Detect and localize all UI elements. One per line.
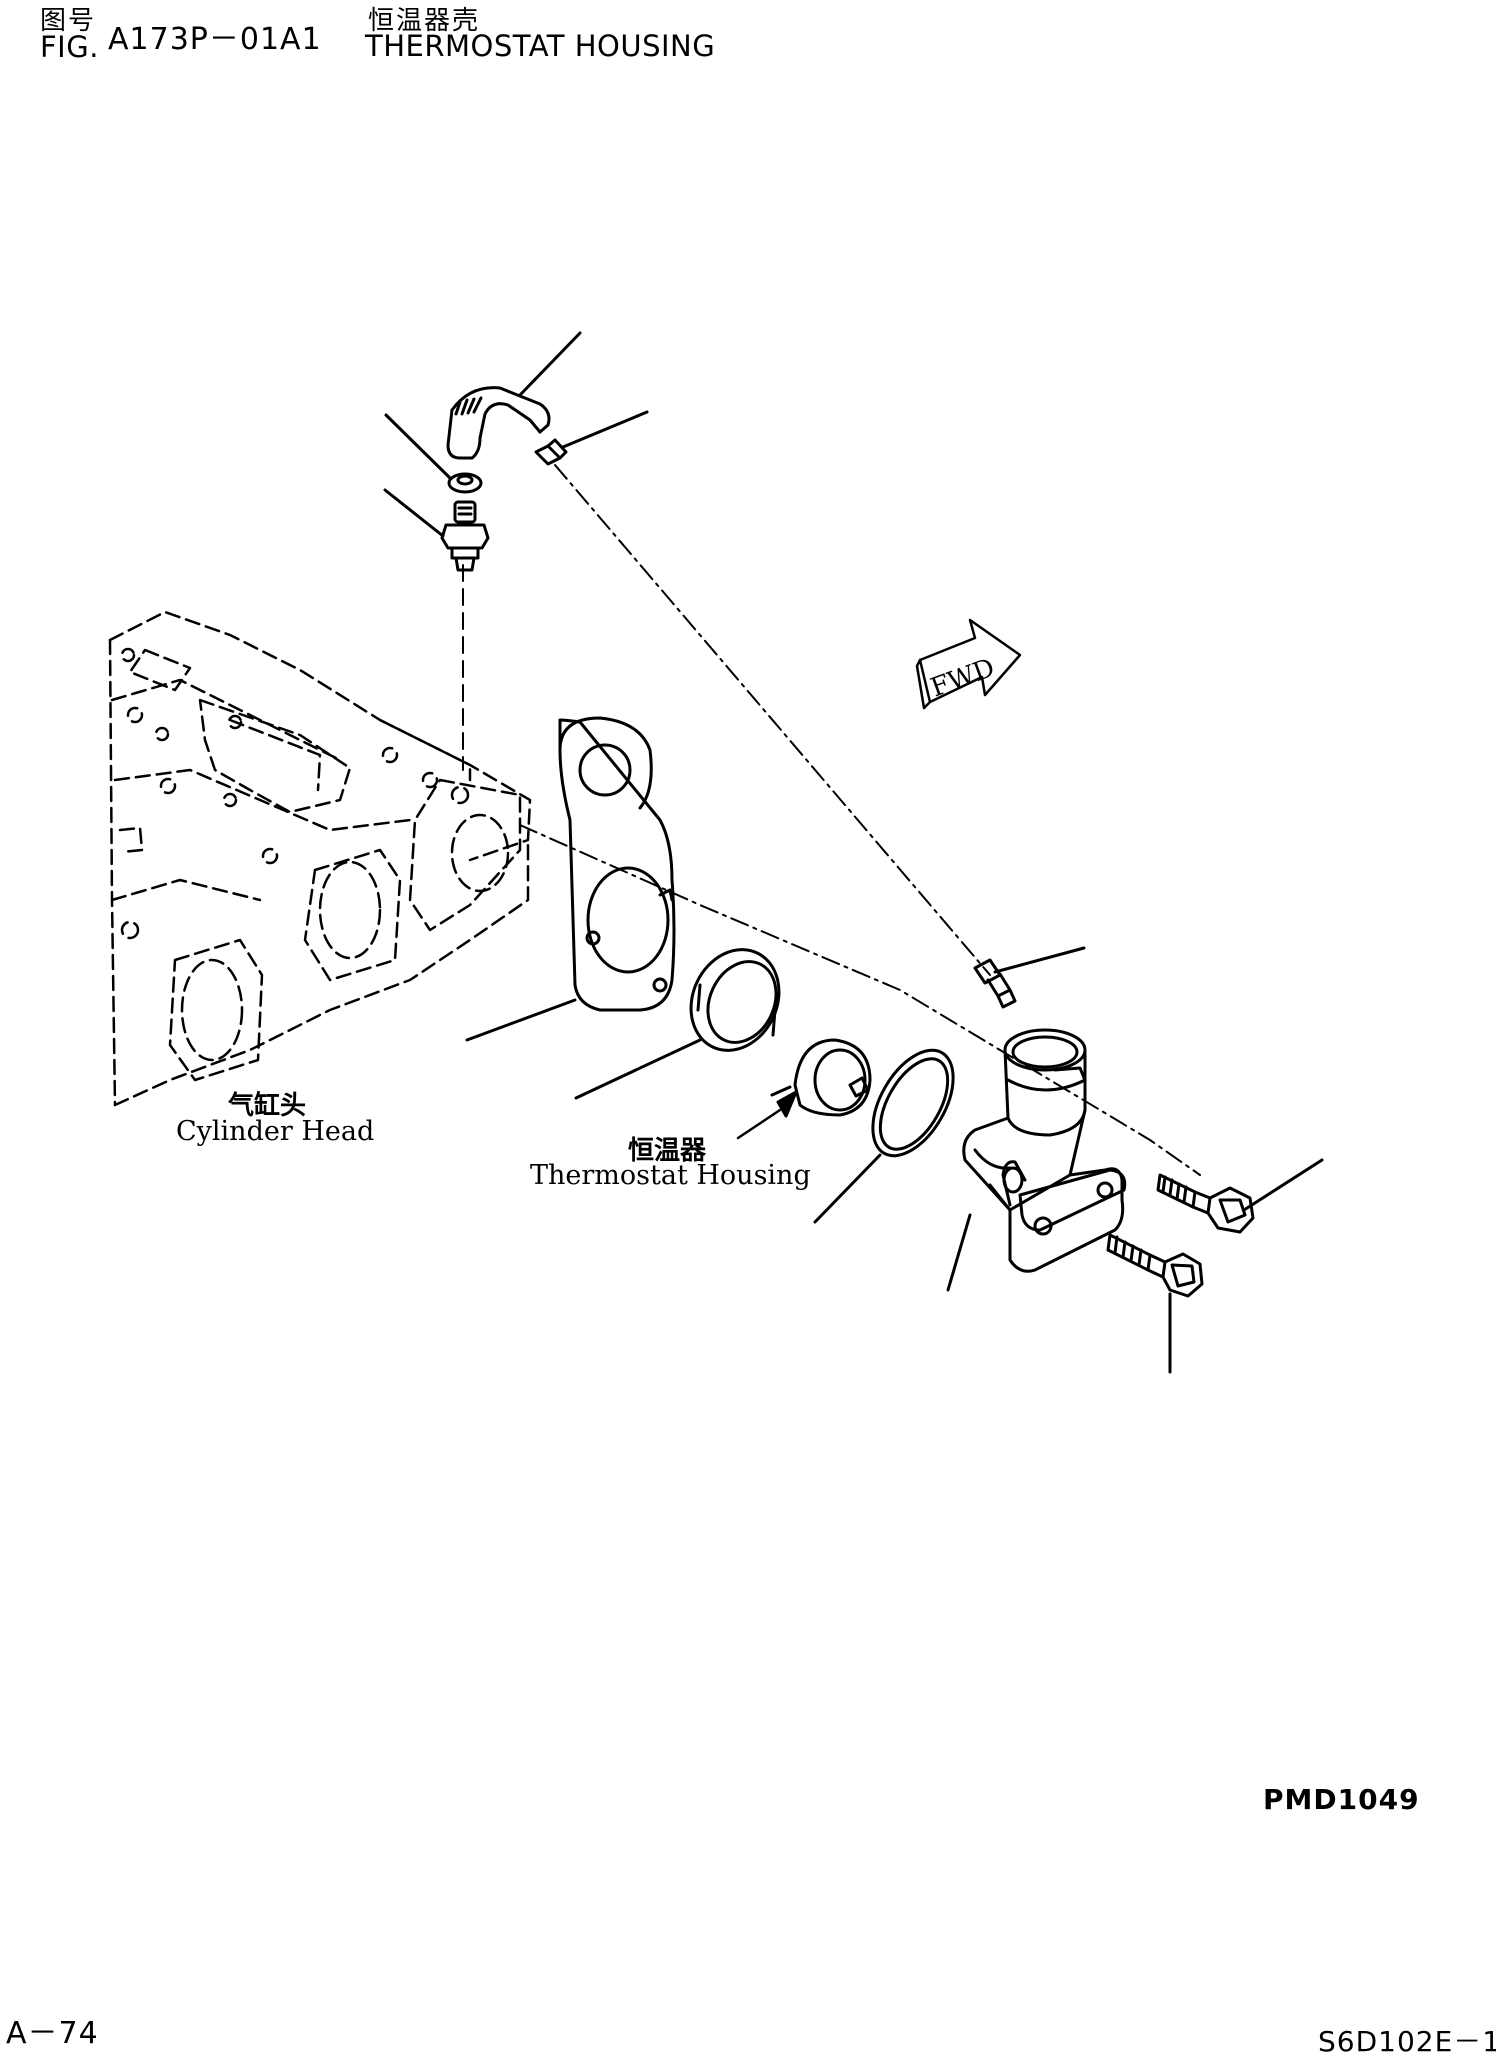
page-title: THERMOSTAT HOUSING — [365, 29, 716, 63]
nipple-centerline — [554, 464, 991, 976]
page-number: A－74 — [6, 2016, 99, 2051]
thermostat-housing-label: Thermostat Housing — [530, 1160, 811, 1191]
thermostat-label-cn: 恒温器 — [628, 1136, 707, 1166]
figure-number: A173P－01A1 — [108, 22, 322, 57]
o-ring — [813, 1048, 955, 1224]
thermostat — [736, 1038, 872, 1140]
cylinder-head-label-cn: 气缸头 — [228, 1091, 307, 1121]
cylinder-head-outline — [108, 610, 532, 1107]
assembly-centerline — [519, 824, 1201, 1176]
figure-label-cn: 图号 — [40, 6, 97, 36]
seal-ring — [574, 948, 781, 1100]
bolt-lower — [1106, 1233, 1204, 1374]
bolt-upper — [1156, 1158, 1324, 1234]
fwd-label: FWD — [927, 653, 999, 704]
title-cn: 恒温器壳 — [368, 6, 481, 36]
thermostat-housing — [946, 1028, 1127, 1292]
elbow-hose — [446, 331, 582, 460]
fwd-arrow — [915, 618, 1022, 710]
sensor-washer — [384, 413, 483, 494]
model-code: S6D102E－1 — [1318, 2025, 1496, 2058]
housing-plug — [973, 946, 1086, 1009]
housing-gasket — [465, 716, 676, 1042]
temperature-sensor — [383, 488, 490, 572]
drawing-code: PMD1049 — [1263, 1783, 1420, 1816]
figure-label-en: FIG. — [40, 30, 99, 64]
nipple-fitting — [534, 410, 649, 466]
cylinder-head-label: Cylinder Head — [176, 1116, 375, 1147]
